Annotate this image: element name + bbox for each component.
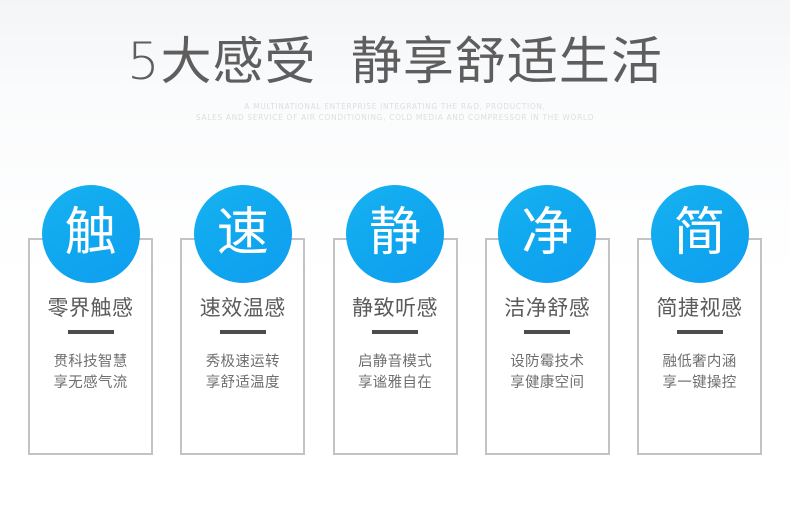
title-divider	[67, 330, 114, 334]
page-subtitle: A MULTINATIONAL ENTERPRISE INTEGRATING T…	[0, 101, 790, 123]
title-divider	[676, 330, 723, 334]
badge-circle-icon: 净	[498, 185, 597, 283]
title-divider	[219, 330, 266, 334]
card-description-line-1: 设防霉技术	[510, 354, 585, 370]
card-description: 设防霉技术 享健康空间	[485, 352, 610, 394]
page-subtitle-line-2: SALES AND SERVICE OF AIR CONDITIONING, C…	[195, 113, 595, 122]
feature-card-4[interactable]: 净 洁净舒感 设防霉技术 享健康空间	[484, 185, 610, 455]
title-divider	[524, 330, 571, 334]
card-title: 简捷视感	[656, 296, 743, 320]
card-title: 零界触感	[47, 296, 134, 320]
badge-circle-icon: 简	[650, 185, 749, 283]
card-description-line-2: 享一键操控	[662, 375, 737, 391]
feature-card-1[interactable]: 触 零界触感 贯科技智慧 享无感气流	[28, 185, 153, 455]
card-description: 贯科技智慧 享无感气流	[28, 352, 153, 394]
page-title: 5大感受 静享舒适生活	[127, 33, 663, 92]
badge-circle-icon: 静	[346, 185, 444, 283]
card-description-line-1: 贯科技智慧	[53, 354, 128, 370]
feature-card-3[interactable]: 静 静致听感 启静音模式 享谧雅自在	[332, 185, 458, 455]
card-content: 静致听感 启静音模式 享谧雅自在	[333, 295, 458, 394]
page-subtitle-line-1: A MULTINATIONAL ENTERPRISE INTEGRATING T…	[244, 102, 546, 111]
page-header: 5大感受 静享舒适生活 A MULTINATIONAL ENTERPRISE I…	[0, 34, 790, 123]
badge-character: 触	[64, 203, 117, 263]
card-content: 简捷视感 融低奢内涵 享一键操控	[637, 295, 762, 394]
card-description-line-1: 秀极速运转	[205, 354, 280, 370]
card-title: 速效温感	[199, 296, 286, 320]
feature-card-row: 触 零界触感 贯科技智慧 享无感气流 速 速效温感 秀极速运转	[28, 185, 762, 455]
feature-card-5[interactable]: 简 简捷视感 融低奢内涵 享一键操控	[637, 185, 762, 455]
card-description: 启静音模式 享谧雅自在	[333, 352, 458, 394]
card-description-line-2: 享谧雅自在	[358, 375, 432, 391]
card-content: 洁净舒感 设防霉技术 享健康空间	[485, 295, 610, 394]
card-title: 静致听感	[352, 296, 438, 320]
badge-character: 简	[673, 203, 726, 263]
card-content: 零界触感 贯科技智慧 享无感气流	[28, 295, 153, 394]
card-description-line-2: 享舒适温度	[205, 375, 280, 391]
card-description-line-2: 享健康空间	[510, 375, 585, 391]
card-title: 洁净舒感	[504, 296, 591, 320]
card-description: 秀极速运转 享舒适温度	[180, 352, 305, 394]
badge-character: 速	[216, 203, 269, 263]
card-description-line-1: 启静音模式	[358, 354, 432, 370]
feature-card-2[interactable]: 速 速效温感 秀极速运转 享舒适温度	[180, 185, 306, 455]
badge-character: 静	[368, 203, 421, 263]
title-divider	[372, 330, 418, 334]
card-description: 融低奢内涵 享一键操控	[637, 352, 762, 394]
badge-circle-icon: 触	[41, 185, 140, 283]
card-description-line-2: 享无感气流	[53, 375, 128, 391]
card-description-line-1: 融低奢内涵	[662, 354, 737, 370]
badge-character: 净	[521, 203, 574, 263]
card-content: 速效温感 秀极速运转 享舒适温度	[180, 295, 305, 394]
badge-circle-icon: 速	[193, 185, 292, 283]
